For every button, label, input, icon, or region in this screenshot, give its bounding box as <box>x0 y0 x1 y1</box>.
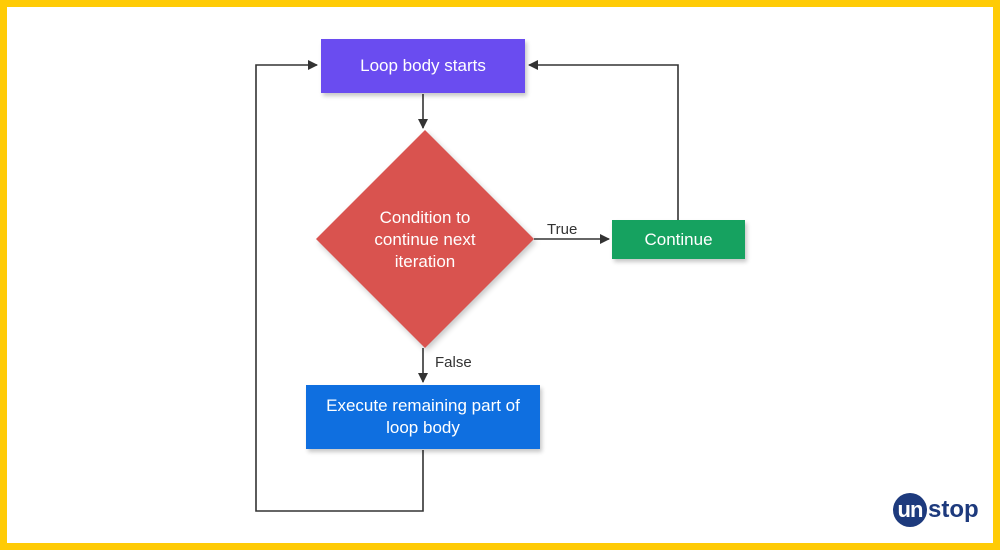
flowchart-connectors <box>255 60 679 512</box>
continue-node-label: Continue <box>644 229 713 249</box>
arrow-continue-to-start <box>528 60 679 220</box>
false-edge-label: False <box>435 354 472 371</box>
execute-node: Execute remaining part of loop body <box>306 385 540 449</box>
execute-node-label: Execute remaining part of loop body <box>326 396 520 437</box>
start-node-label: Loop body starts <box>360 56 486 75</box>
unstop-logo: un stop <box>893 493 979 527</box>
continue-node: Continue <box>612 220 745 259</box>
logo-text: stop <box>928 496 979 523</box>
decision-diamond <box>316 130 534 348</box>
decision-node-label: Condition to continue next iteration <box>374 208 476 271</box>
arrow-execute-to-start <box>255 60 424 512</box>
start-node: Loop body starts <box>321 39 525 93</box>
true-edge-label: True <box>547 221 578 238</box>
logo-badge: un <box>893 493 927 527</box>
